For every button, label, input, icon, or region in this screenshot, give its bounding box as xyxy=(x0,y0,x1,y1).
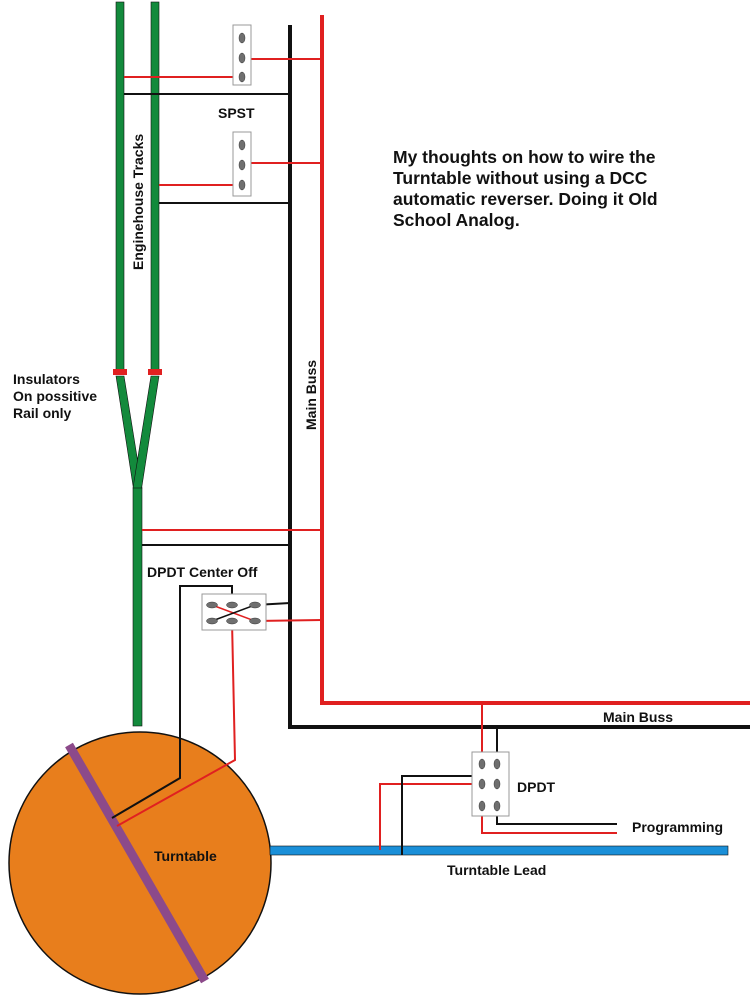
spst-switch-2-contact xyxy=(238,139,246,151)
note-line: My thoughts on how to wire the xyxy=(393,147,656,167)
spst-switch-1-contact xyxy=(238,71,246,83)
dpdt-center-off-switch[interactable] xyxy=(201,593,267,631)
turntable-black-feed xyxy=(111,585,233,819)
note-text: My thoughts on how to wire the Turntable… xyxy=(393,147,658,230)
dpdt-switch-body xyxy=(471,751,510,817)
dpdt-center-off-contact xyxy=(226,601,238,609)
approach-track xyxy=(132,487,143,727)
note-line: School Analog. xyxy=(393,210,520,230)
spst-switch-1-contact xyxy=(238,32,246,44)
dpdt-center-off-contact xyxy=(226,617,238,625)
main-buss-vertical-label: Main Buss xyxy=(303,360,319,430)
note-line: automatic reverser. Doing it Old xyxy=(393,189,658,209)
insulators-note-line: Rail only xyxy=(13,405,72,421)
enginehouse-tracks xyxy=(113,1,162,727)
insulators-note: Insulators On possitive Rail only xyxy=(13,371,97,421)
dpdt-center-off-label: DPDT Center Off xyxy=(147,564,258,580)
dpdt-center-off-body xyxy=(201,593,267,631)
dpdt-switch[interactable] xyxy=(471,751,510,817)
dpdt-switch-contact xyxy=(493,758,501,770)
programming-black-wire xyxy=(496,806,617,825)
note-line: Turntable without using a DCC xyxy=(393,168,648,188)
dpdt-switch-contact xyxy=(478,800,486,812)
enginehouse-track-right-rail xyxy=(150,1,160,373)
main-buss-black-wire xyxy=(288,25,750,729)
enginehouse-tracks-label: Enginehouse Tracks xyxy=(130,134,146,270)
turntable-bridge xyxy=(65,742,209,984)
dpdt-center-off-contact xyxy=(206,617,218,625)
turntable-lead-black-feed xyxy=(401,775,497,855)
insulator-right xyxy=(148,369,162,375)
insulator-left xyxy=(113,369,127,375)
dpdt-center-off-contact xyxy=(206,601,218,609)
approach-feeds xyxy=(142,529,322,546)
spst-switch-2[interactable] xyxy=(232,131,252,197)
programming-label: Programming xyxy=(632,819,723,835)
dpdt-center-off-cross-wire xyxy=(211,604,256,622)
spst-switch-2-contact xyxy=(238,179,246,191)
enginehouse-track-left-rail xyxy=(115,1,125,373)
turntable-red-feed xyxy=(116,620,237,827)
spst-switch-1[interactable] xyxy=(232,24,252,86)
spst-switch-1-contact xyxy=(238,52,246,64)
main-buss xyxy=(288,15,750,729)
dpdt-switch-contact xyxy=(493,778,501,790)
dpdt-center-off-contact xyxy=(249,601,261,609)
spst-label: SPST xyxy=(218,105,255,121)
main-buss-red-wire xyxy=(320,15,750,705)
dpdt-switch-contact xyxy=(493,800,501,812)
dpdt-switch-contact xyxy=(478,778,486,790)
spst-feeds xyxy=(124,58,322,204)
turntable-lead-red-feed xyxy=(379,783,482,850)
turntable xyxy=(8,731,272,995)
turntable-lead-track xyxy=(269,845,729,856)
turntable-label: Turntable xyxy=(154,848,217,864)
dpdt-center-off-contact xyxy=(249,617,261,625)
dpdt-switch-contact xyxy=(478,758,486,770)
turntable-lead-label: Turntable Lead xyxy=(447,862,546,878)
spst-switch-2-contact xyxy=(238,159,246,171)
insulators-note-line: Insulators xyxy=(13,371,80,387)
insulators-note-line: On possitive xyxy=(13,388,97,404)
dpdt-label: DPDT xyxy=(517,779,556,795)
main-buss-horizontal-label: Main Buss xyxy=(603,709,673,725)
track-switch-right-leg xyxy=(132,375,160,493)
